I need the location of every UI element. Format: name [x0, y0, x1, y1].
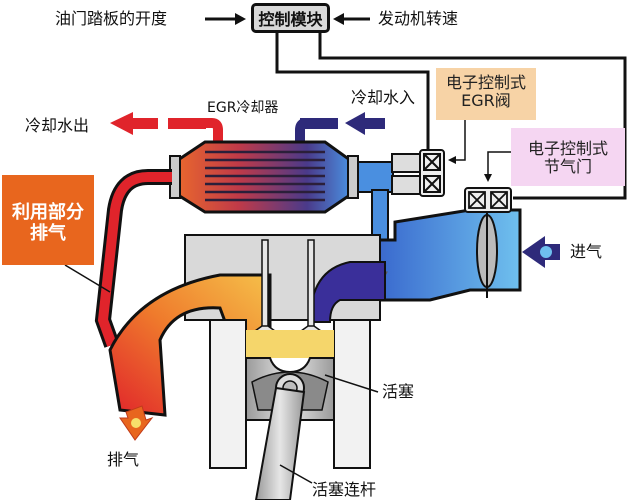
engine-speed-input-arrow — [333, 13, 370, 25]
coolant-out-arrow-icon — [110, 112, 206, 135]
control-wires — [275, 33, 627, 200]
coolant-out-label: 冷却水出 — [25, 116, 90, 135]
exhaust-label: 排气 — [107, 450, 140, 469]
egr-cooler — [169, 140, 359, 214]
throttle-label-line1: 电子控制式 — [527, 139, 608, 158]
cylinder-block — [209, 319, 371, 469]
recirc-label-line2: 排气 — [30, 222, 66, 244]
solenoid-icon — [423, 153, 441, 193]
control-module: 控制模块 — [251, 3, 330, 33]
throttle-actuator — [464, 187, 512, 213]
rod-pointer — [279, 464, 313, 484]
egr-valve-label-line2: EGR阀 — [461, 91, 511, 111]
connecting-rod-label: 活塞连杆 — [312, 480, 377, 499]
throttle-label-line2: 节气门 — [543, 157, 592, 177]
recirc-exhaust-pointer — [64, 264, 111, 293]
coolant-out-pipe — [206, 118, 223, 150]
egr-valve-actuator — [391, 149, 445, 197]
recirculated-exhaust-label: 利用部分 排气 — [2, 175, 94, 265]
egr-valve-signal-line — [448, 120, 466, 164]
egr-valve-label: 电子控制式 EGR阀 — [436, 68, 536, 120]
egr-cooler-label: EGR冷却器 — [207, 100, 279, 116]
engine-speed-label: 发动机转速 — [378, 9, 459, 28]
coolant-in-arrow-icon — [300, 112, 385, 135]
coolant-in-label: 冷却水入 — [351, 88, 416, 107]
coolant-in-pipe — [295, 118, 307, 150]
throttle-signal-line — [484, 151, 511, 182]
exhaust-port — [108, 273, 272, 417]
exhaust-out-arrow-icon — [119, 405, 154, 441]
piston-pointer — [324, 374, 379, 393]
egr-valve-label-line1: 电子控制式 — [445, 73, 526, 92]
throttle-pedal-label: 油门踏板的开度 — [55, 9, 168, 28]
recirc-label-line1: 利用部分 — [12, 202, 84, 223]
combustion-chamber — [246, 330, 334, 358]
intake-arrow-icon — [522, 236, 560, 268]
throttle-plate — [476, 205, 498, 298]
throttle-valve-label: 电子控制式 节气门 — [511, 128, 625, 186]
piston-label: 活塞 — [382, 382, 415, 401]
intake-label: 进气 — [570, 242, 603, 261]
pedal-input-arrow — [205, 13, 246, 25]
